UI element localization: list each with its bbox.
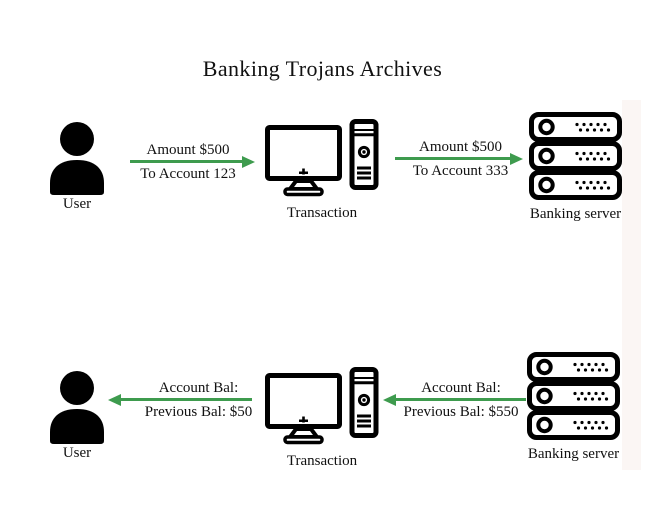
- arrow-top-text: Amount $500: [419, 139, 502, 155]
- desktop-computer-icon: [265, 119, 379, 197]
- arrow-line: [108, 393, 252, 406]
- arrow-top-text: Account Bal:: [421, 380, 501, 396]
- user-icon: [47, 371, 107, 445]
- banking-server-node-row2: Banking server: [527, 352, 620, 463]
- arrow-bottom-text: Previous Bal: $550: [403, 404, 519, 420]
- page-title: Banking Trojans Archives: [202, 56, 443, 81]
- arrowhead-right-icon: [242, 155, 255, 168]
- arrow-transaction-to-server: Amount $500 To Account 333: [395, 138, 523, 180]
- transaction-label: Transaction: [286, 453, 358, 469]
- arrow-bottom-text: Previous Bal: $50: [144, 404, 253, 420]
- user-node-row2: User: [41, 371, 113, 462]
- banking-server-label: Banking server: [529, 206, 622, 222]
- transaction-node-row2: Transaction: [263, 367, 381, 470]
- arrowhead-left-icon: [108, 393, 121, 406]
- user-label: User: [62, 196, 92, 212]
- banking-server-node-row1: Banking server: [529, 112, 622, 223]
- banking-server-label: Banking server: [527, 446, 620, 462]
- arrow-user-to-transaction: Amount $500 To Account 123: [130, 141, 255, 183]
- transaction-node-row1: Transaction: [263, 119, 381, 222]
- server-rack-icon: [527, 352, 620, 441]
- arrow-top-text: Amount $500: [146, 142, 230, 158]
- arrow-transaction-to-user: Account Bal: Previous Bal: $50: [108, 379, 252, 421]
- arrow-line: [130, 155, 255, 168]
- transaction-label: Transaction: [286, 205, 358, 221]
- arrow-bottom-text: To Account 123: [140, 166, 236, 182]
- desktop-computer-icon: [265, 367, 379, 445]
- arrowhead-left-icon: [383, 393, 396, 406]
- arrow-line: [383, 393, 526, 406]
- server-rack-icon: [529, 112, 622, 201]
- arrow-bottom-text: To Account 333: [412, 163, 509, 179]
- user-label: User: [62, 445, 92, 461]
- user-node-row1: User: [41, 122, 113, 213]
- arrow-top-text: Account Bal:: [158, 380, 239, 396]
- user-icon: [47, 122, 107, 196]
- arrow-server-to-transaction: Account Bal: Previous Bal: $550: [383, 379, 526, 421]
- arrow-line: [395, 152, 523, 165]
- arrowhead-right-icon: [510, 152, 523, 165]
- page-edge-strip: [622, 100, 641, 470]
